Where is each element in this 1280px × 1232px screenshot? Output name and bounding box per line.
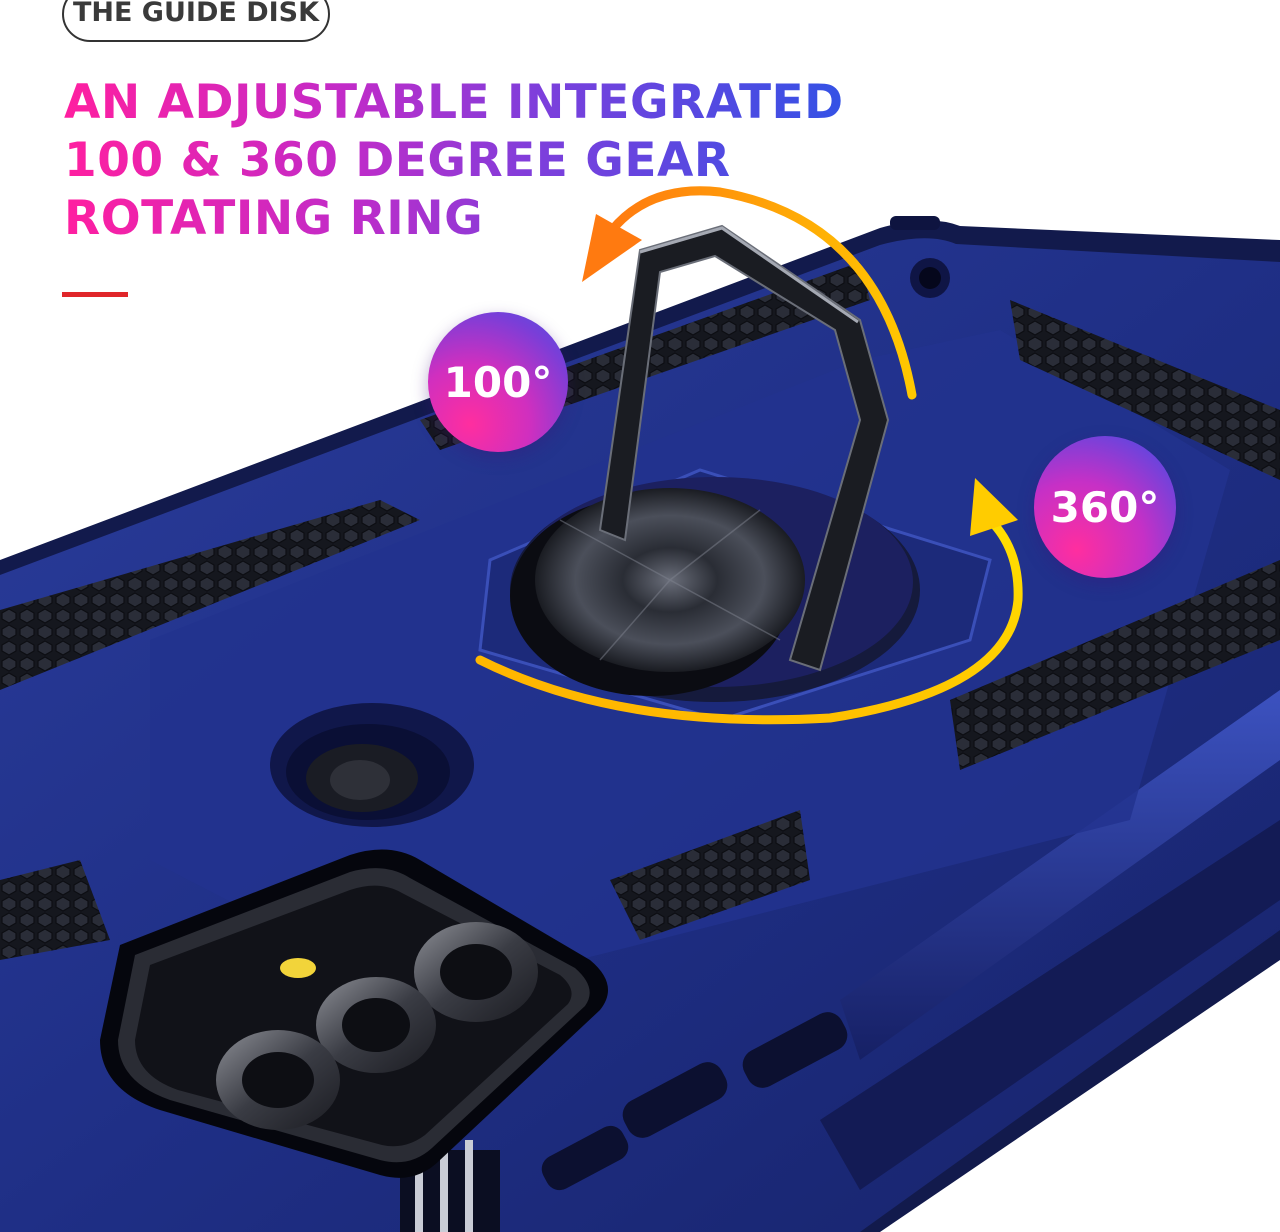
headline-line-1: AN ADJUSTABLE INTEGRATED: [64, 75, 844, 130]
tilt-badge-label: 100°: [443, 357, 553, 407]
fingerprint-cutout: [270, 703, 474, 827]
rotate-arrow: [475, 478, 1023, 725]
ring-kickstand: [598, 224, 890, 672]
guide-disk-label: THE GUIDE DISK: [72, 0, 320, 28]
tilt-badge: 100°: [428, 312, 568, 452]
tilt-arrow: [582, 186, 917, 400]
guide-disk-tag: THE GUIDE DISK: [62, 0, 330, 42]
headline: AN ADJUSTABLE INTEGRATED 100 & 360 DEGRE…: [64, 74, 864, 248]
accent-rule: [62, 292, 128, 297]
headline-line-2: 100 & 360 DEGREE GEAR: [64, 133, 731, 188]
headline-line-3: ROTATING RING: [64, 191, 484, 246]
rotate-badge: 360°: [1034, 436, 1176, 578]
camera-module: [100, 849, 608, 1178]
rotate-badge-label: 360°: [1050, 482, 1160, 532]
